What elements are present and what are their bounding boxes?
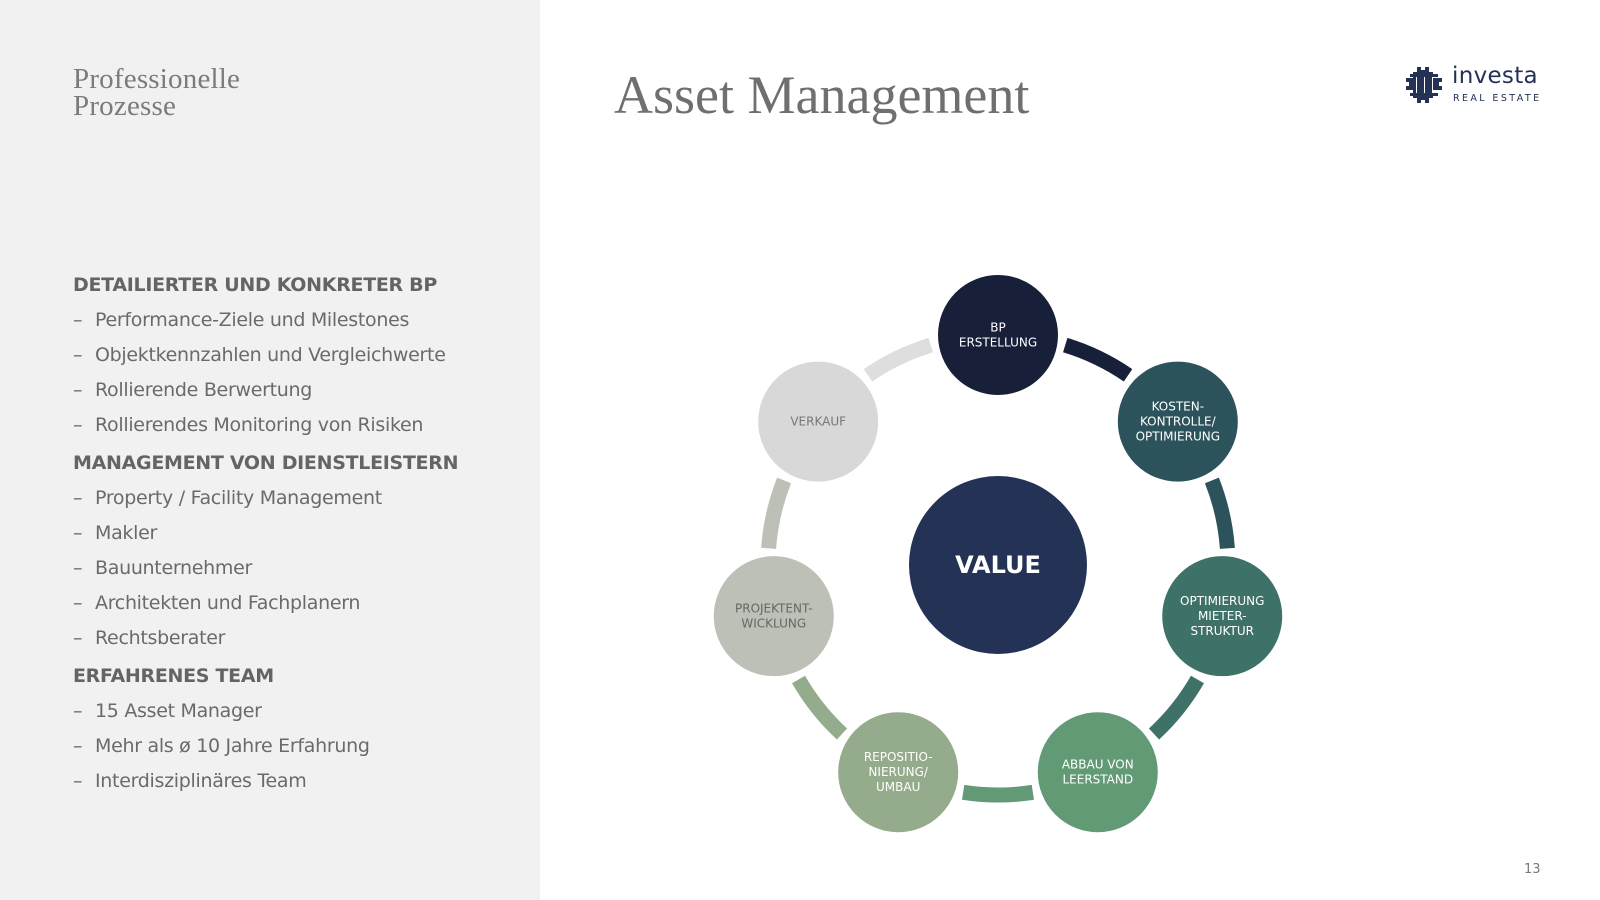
connector-arc <box>1204 477 1235 550</box>
cycle-node-circle <box>1113 357 1242 486</box>
bullet-text: Performance-Ziele und Milestones <box>95 309 410 331</box>
cycle-node-label: KOSTEN- <box>1152 400 1205 414</box>
group-heading: ERFAHRENES TEAM <box>73 665 274 687</box>
cycle-node-label: NIERUNG/ <box>868 765 928 779</box>
cycle-node-label: VERKAUF <box>790 415 846 429</box>
bullet-text: Rollierende Berwertung <box>95 379 312 401</box>
cycle-node-label: PROJEKTENT- <box>735 602 813 616</box>
dash: – <box>73 735 83 757</box>
connector-arc <box>863 337 934 382</box>
cycle-node-circle <box>1158 552 1287 681</box>
cycle-node-label: BP <box>990 321 1005 335</box>
cycle-node-circle <box>934 271 1062 399</box>
cycle-node-label: MIETER- <box>1198 609 1247 623</box>
dash: – <box>73 627 83 649</box>
dash: – <box>73 770 83 792</box>
value-center-label: VALUE <box>955 551 1041 579</box>
section-title-line-2: Prozesse <box>73 90 177 122</box>
connector-arc <box>1062 337 1133 382</box>
value-center-circle <box>909 476 1087 654</box>
connector-arcs <box>761 337 1235 803</box>
bullet-group-team: ERFAHRENES TEAM –15 Asset Manager –Mehr … <box>73 663 513 794</box>
dash: – <box>73 414 83 436</box>
cycle-node-label: REPOSITIO- <box>864 750 933 764</box>
cycle-node-label: ERSTELLUNG <box>959 336 1037 350</box>
connector-arc <box>1148 675 1204 740</box>
cycle-node-label: ABBAU VON <box>1062 758 1134 772</box>
dash: – <box>73 379 83 401</box>
bullet-text: Property / Facility Management <box>95 487 382 509</box>
investa-logo: investa REAL ESTATE <box>1404 64 1546 106</box>
bullet-item: –Rechtsberater <box>73 625 513 651</box>
section-title-line-1: Professionelle <box>73 63 241 95</box>
cycle-node-label: UMBAU <box>876 780 920 794</box>
page-title: Asset Management <box>614 65 1030 125</box>
bullet-text: Architekten und Fachplanern <box>95 592 361 614</box>
bullet-item: –Interdisziplinäres Team <box>73 768 513 794</box>
bullet-item: –Architekten und Fachplanern <box>73 590 513 616</box>
left-panel: Professionelle Prozesse DETAILIERTER UND… <box>0 0 540 900</box>
logo-mark-icon <box>1406 67 1442 103</box>
bullet-item: –Makler <box>73 520 513 546</box>
cycle-node: VERKAUF <box>754 357 883 486</box>
bullet-item: –Bauunternehmer <box>73 555 513 581</box>
bullet-item: –Mehr als ø 10 Jahre Erfahrung <box>73 733 513 759</box>
cycle-node-label: KONTROLLE/ <box>1140 415 1217 429</box>
dash: – <box>73 309 83 331</box>
bullet-item: –Rollierende Berwertung <box>73 377 513 403</box>
bullet-text: Rollierendes Monitoring von Risiken <box>95 414 424 436</box>
bullet-item: –15 Asset Manager <box>73 698 513 724</box>
dash: – <box>73 700 83 722</box>
dash: – <box>73 592 83 614</box>
connector-arc <box>962 784 1034 803</box>
cycle-node-label: STRUKTUR <box>1190 624 1253 638</box>
bullet-group-business-plan: DETAILIERTER UND KONKRETER BP –Performan… <box>73 272 513 438</box>
cycle-node-label: OPTIMIERUNG <box>1180 594 1264 608</box>
bullet-content: DETAILIERTER UND KONKRETER BP –Performan… <box>73 272 513 803</box>
bullet-text: Makler <box>95 522 158 544</box>
cycle-node-circle <box>709 552 838 681</box>
cycle-node: KOSTEN-KONTROLLE/OPTIMIERUNG <box>1113 357 1242 486</box>
section-title: Professionelle Prozesse <box>73 63 241 122</box>
dash: – <box>73 557 83 579</box>
bullet-item: –Rollierendes Monitoring von Risiken <box>73 412 513 438</box>
cycle-node-circle <box>754 357 883 486</box>
connector-arc <box>792 675 848 740</box>
bullet-item: –Performance-Ziele und Milestones <box>73 307 513 333</box>
cycle-node: REPOSITIO-NIERUNG/UMBAU <box>834 708 963 837</box>
bullet-group-service-providers: MANAGEMENT VON DIENSTLEISTERN –Property … <box>73 450 513 651</box>
dash: – <box>73 522 83 544</box>
bullet-text: Interdisziplinäres Team <box>95 770 307 792</box>
cycle-node-label: OPTIMIERUNG <box>1136 430 1220 444</box>
group-heading: MANAGEMENT VON DIENSTLEISTERN <box>73 452 459 474</box>
cycle-node-label: LEERSTAND <box>1062 773 1133 787</box>
bullet-item: –Objektkennzahlen und Vergleichwerte <box>73 342 513 368</box>
cycle-node-label: WICKLUNG <box>741 617 806 631</box>
bullet-text: Rechtsberater <box>95 627 226 649</box>
bullet-text: Mehr als ø 10 Jahre Erfahrung <box>95 735 370 757</box>
cycle-node-circle <box>1033 708 1162 837</box>
cycle-node-circle <box>834 708 963 837</box>
dash: – <box>73 344 83 366</box>
page-number: 13 <box>1524 862 1541 877</box>
dash: – <box>73 487 83 509</box>
group-heading: DETAILIERTER UND KONKRETER BP <box>73 274 437 296</box>
bullet-item: –Property / Facility Management <box>73 485 513 511</box>
bullet-text: Bauunternehmer <box>95 557 253 579</box>
logo-subtitle: REAL ESTATE <box>1453 93 1542 104</box>
logo-wordmark: investa <box>1452 63 1538 89</box>
bullet-text: Objektkennzahlen und Vergleichwerte <box>95 344 446 366</box>
cycle-node: PROJEKTENT-WICKLUNG <box>709 552 838 681</box>
bullet-text: 15 Asset Manager <box>95 700 262 722</box>
connector-arc <box>761 477 792 550</box>
